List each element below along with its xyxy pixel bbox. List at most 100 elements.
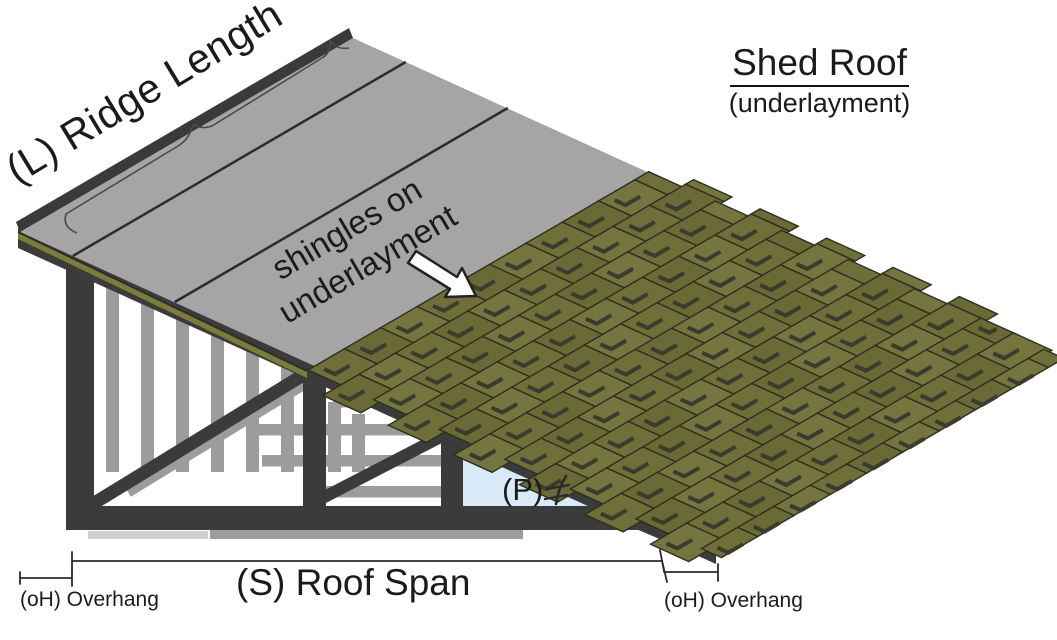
shingle-mark xyxy=(570,457,599,470)
shingle-mark xyxy=(642,245,671,259)
shingle-mark xyxy=(607,436,635,449)
roof-span-label: (S) Roof Span xyxy=(236,562,471,603)
shingle-mark xyxy=(679,394,708,407)
shingle-mark xyxy=(738,495,766,509)
shingle-mark xyxy=(774,305,802,318)
shingle-mark xyxy=(519,453,548,466)
shingle xyxy=(1026,348,1057,369)
shingle-mark xyxy=(635,317,664,331)
shingle-mark xyxy=(606,266,635,280)
back-girt xyxy=(262,455,456,467)
shingle-mark xyxy=(446,325,475,339)
shingle-mark xyxy=(621,292,649,305)
shingle-mark xyxy=(541,406,570,420)
back-stud xyxy=(176,305,189,472)
back-bottom-beam xyxy=(210,530,523,539)
shingle-mark xyxy=(672,466,701,479)
shingle-mark xyxy=(439,397,468,411)
back-stud xyxy=(211,321,224,472)
shingle-mark xyxy=(658,440,686,454)
shingle-mark xyxy=(679,224,707,238)
shingle-mark xyxy=(672,296,700,310)
shingle-tab xyxy=(749,208,800,232)
shingle-mark xyxy=(788,330,817,344)
roof-plane xyxy=(16,28,1057,563)
shingle-mark xyxy=(461,351,489,364)
interior-post-2 xyxy=(441,428,463,508)
shingle-tab xyxy=(1026,348,1057,369)
overhang-right-label: (oH) Overhang xyxy=(664,589,803,612)
shingle-mark xyxy=(686,322,715,335)
shingle-mark xyxy=(919,390,948,403)
shingle-mark xyxy=(926,318,955,331)
shingle-mark xyxy=(599,338,628,352)
shingle-mark xyxy=(832,406,861,420)
shingle-tab xyxy=(880,266,933,292)
shingle-mark xyxy=(577,385,606,398)
diagram-subtitle: (underlayment) xyxy=(728,88,911,118)
shingle-mark xyxy=(883,411,912,424)
shingle-mark xyxy=(817,381,846,395)
shingle-tab xyxy=(946,295,1000,322)
back-girt xyxy=(256,424,420,436)
shingle-mark xyxy=(512,355,540,369)
shingle-field xyxy=(306,170,1057,563)
overhang-right-tick-a xyxy=(661,560,668,583)
dimension-lines xyxy=(19,549,719,587)
shingle-mark xyxy=(613,194,642,208)
shingle-mark xyxy=(628,389,657,403)
shingle-mark xyxy=(657,271,686,284)
shingle-mark xyxy=(730,398,759,411)
shingle-mark xyxy=(701,516,730,530)
shingle-mark xyxy=(796,428,824,441)
shingle xyxy=(815,237,867,262)
shingle-mark xyxy=(708,444,737,458)
shingle-mark xyxy=(563,359,591,373)
shingle-mark xyxy=(614,364,642,377)
shingle-mark xyxy=(839,334,868,348)
rake-deck-edge xyxy=(17,231,308,372)
shingle-mark xyxy=(861,288,889,301)
shingle-mark xyxy=(585,482,613,496)
shingle-mark xyxy=(403,419,431,432)
shingle-mark xyxy=(752,521,781,534)
shingle-mark xyxy=(497,330,526,343)
shingle-mark xyxy=(723,300,751,314)
shingle-mark xyxy=(847,432,875,445)
shingle-mark xyxy=(803,356,831,369)
back-girt xyxy=(310,486,455,498)
shingle-mark xyxy=(425,372,453,386)
shingle-mark xyxy=(468,448,497,462)
shingle-mark xyxy=(767,377,795,390)
shingle-mark xyxy=(752,351,780,365)
shingle-mark xyxy=(825,479,854,492)
ridge-fascia-band xyxy=(16,28,353,232)
shingle-mark xyxy=(708,275,737,288)
shingle-mark xyxy=(665,368,693,382)
shingle-mark xyxy=(956,369,984,382)
shingle-mark xyxy=(810,284,838,297)
overhang-left-label: (oH) Overhang xyxy=(20,588,159,611)
shingle-mark xyxy=(526,381,555,394)
shingle-mark xyxy=(795,258,824,272)
shingle-mark xyxy=(693,249,722,263)
shingle-mark xyxy=(650,343,679,356)
shingle-mark xyxy=(643,415,671,428)
shingle xyxy=(749,208,800,232)
shingle-mark xyxy=(454,423,482,436)
shingle-mark xyxy=(577,215,605,229)
shingle-mark xyxy=(555,262,584,276)
back-stud xyxy=(328,402,341,472)
shingle-mark xyxy=(825,309,853,323)
diagonal-brace-2 xyxy=(306,425,455,511)
shingle-mark xyxy=(556,431,584,445)
shingle-tab xyxy=(815,237,867,262)
shingle xyxy=(975,332,1054,373)
shingle-mark xyxy=(468,279,496,292)
shingle xyxy=(880,266,933,292)
bottom-beam xyxy=(66,506,662,530)
shingle-mark xyxy=(636,487,664,500)
shingle-mark xyxy=(395,321,424,335)
